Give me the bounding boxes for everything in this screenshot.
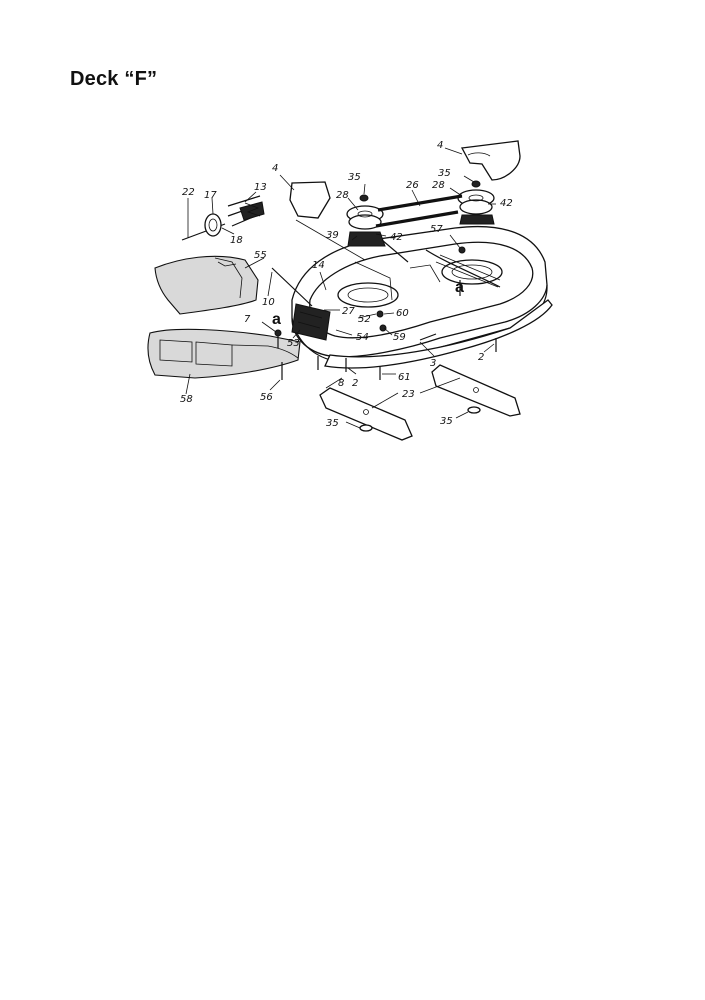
callout-61: 61	[398, 372, 411, 383]
callout-28-left: 28	[336, 190, 349, 201]
callout-2-right: 2	[478, 352, 484, 363]
belt-guard-left	[289, 181, 331, 219]
callout-26: 26	[406, 180, 419, 191]
callout-4-left: 4	[272, 163, 278, 174]
callout-28-right: 28	[432, 180, 445, 191]
callout-58: 58	[180, 394, 193, 405]
spindle-pulley-left	[346, 194, 386, 247]
callout-53: 53	[287, 338, 300, 349]
callout-54: 54	[356, 332, 369, 343]
callout-39: 39	[326, 230, 339, 241]
callout-2-left: 2	[352, 378, 358, 389]
callout-7: 7	[244, 314, 251, 325]
callout-35-blade-right: 35	[440, 416, 453, 427]
mower-blade-right	[431, 364, 521, 417]
belt-guard-right	[460, 140, 521, 181]
callout-57: 57	[430, 224, 443, 235]
bolts	[274, 246, 497, 380]
callout-52: 52	[358, 314, 371, 325]
v-belt	[375, 194, 463, 228]
idler-pulley	[181, 195, 265, 241]
callout-35-blade-left: 35	[326, 418, 339, 429]
mulch-chute	[154, 255, 259, 315]
mower-deck-housing	[291, 225, 548, 364]
callout-14: 14	[312, 260, 325, 271]
discharge-deflector	[147, 328, 301, 379]
callout-35-left: 35	[348, 172, 361, 183]
spindle-pulley-right	[457, 180, 495, 225]
reference-a-left: a	[272, 311, 281, 328]
callout-59: 59	[393, 332, 406, 343]
callout-3: 3	[430, 358, 436, 369]
leader-lines	[185, 147, 496, 429]
callout-35-right: 35	[438, 168, 451, 179]
callout-18: 18	[230, 235, 243, 246]
callout-23: 23	[402, 389, 415, 400]
callout-42-left: 42	[390, 232, 403, 243]
callout-60: 60	[396, 308, 409, 319]
callout-10: 10	[262, 297, 275, 308]
deck-front-rim	[324, 299, 553, 369]
callout-4-right: 4	[437, 140, 443, 151]
callout-27: 27	[342, 306, 355, 317]
page-title: Deck “F”	[70, 68, 158, 90]
callout-8: 8	[338, 378, 344, 389]
reference-a-right: a	[455, 279, 464, 296]
callout-56: 56	[260, 392, 273, 403]
mower-blade-left	[319, 387, 413, 441]
callout-17: 17	[204, 190, 217, 201]
callout-42-right: 42	[500, 198, 513, 209]
callout-55: 55	[254, 250, 267, 261]
callout-13: 13	[254, 182, 267, 193]
callout-22: 22	[182, 187, 195, 198]
control-rod	[271, 267, 313, 307]
